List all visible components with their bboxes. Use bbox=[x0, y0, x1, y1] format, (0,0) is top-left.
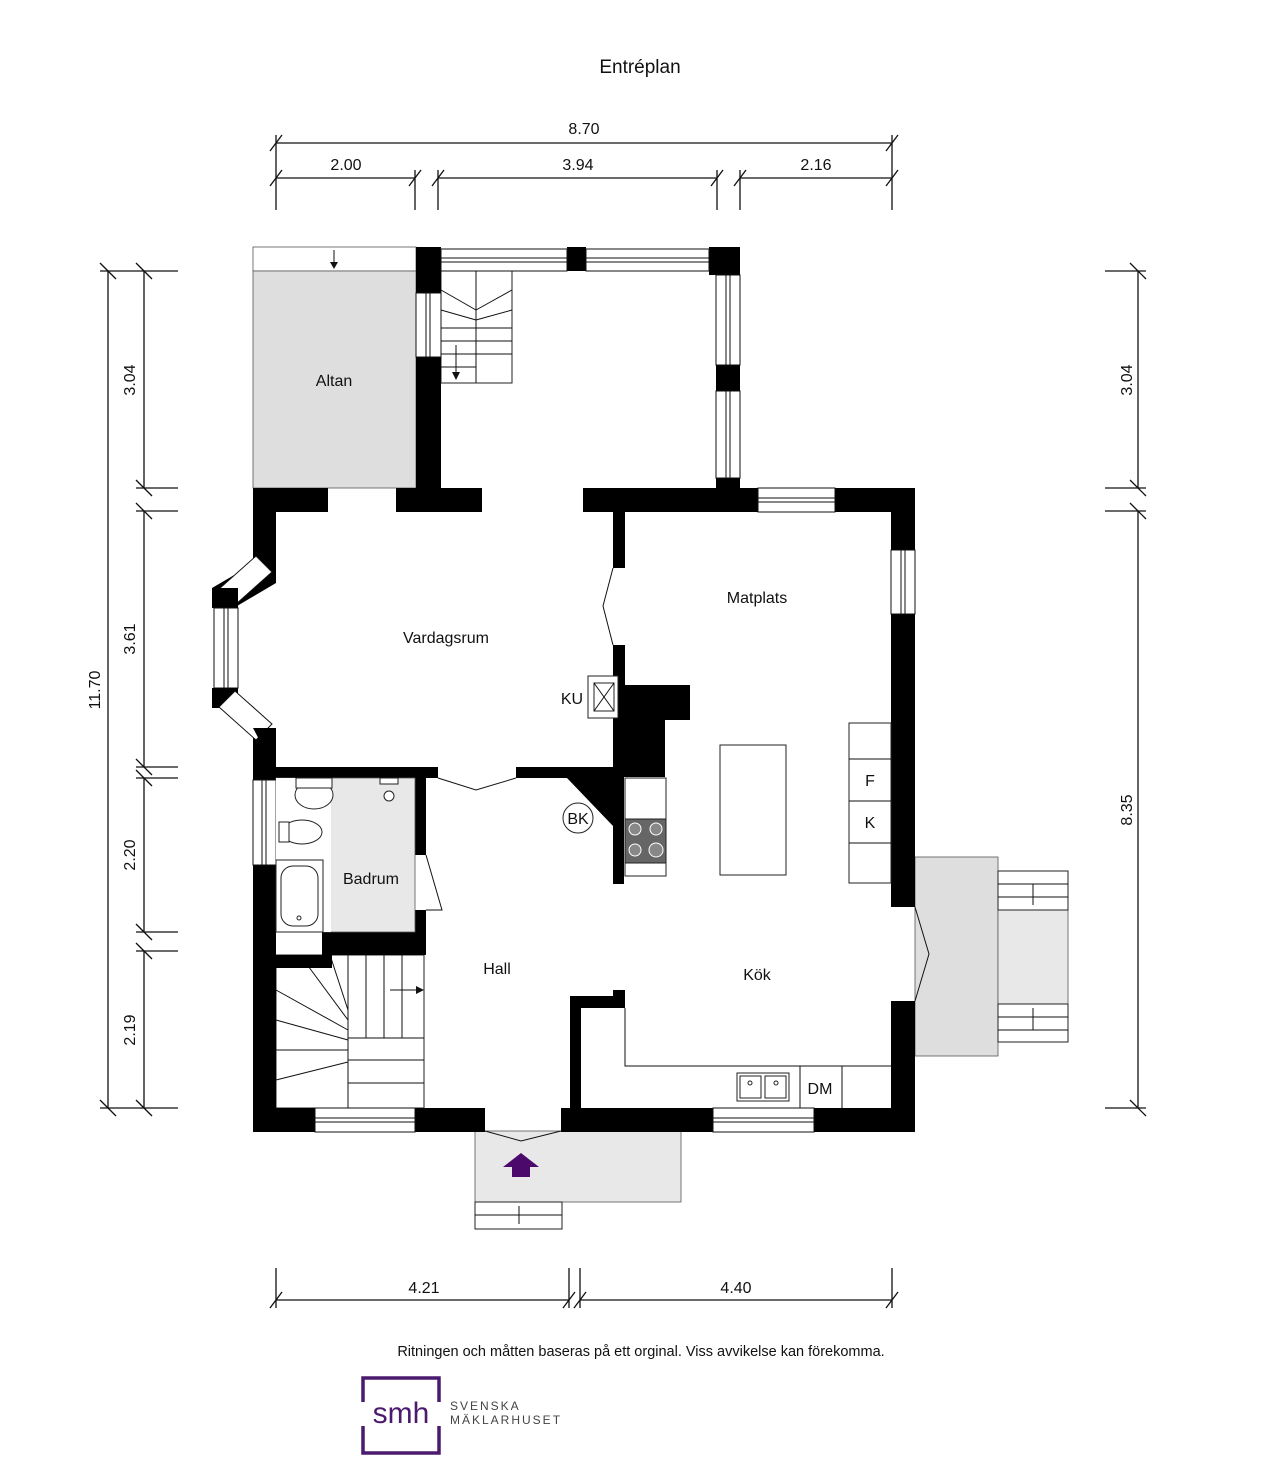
entrance-stoop bbox=[474, 1130, 682, 1230]
dim-left-2: 3.61 bbox=[122, 623, 139, 654]
altan-deck bbox=[252, 246, 417, 489]
dim-right-bottom: 8.35 bbox=[1119, 794, 1136, 825]
dim-bottom-right: 4.40 bbox=[720, 1280, 751, 1297]
brand-logo: smh SVENSKA MÄKLARHUSET bbox=[353, 1376, 562, 1455]
logo-line1: SVENSKA bbox=[450, 1399, 521, 1413]
dim-top-right: 2.16 bbox=[800, 157, 831, 174]
logo-mark: smh bbox=[373, 1397, 430, 1430]
walls bbox=[253, 247, 915, 1132]
bottom-dimensions bbox=[269, 1268, 899, 1309]
room-label-badrum: Badrum bbox=[343, 871, 399, 888]
dim-right-top: 3.04 bbox=[1119, 364, 1136, 395]
label-freezer: K bbox=[865, 815, 876, 832]
right-dimensions bbox=[1105, 262, 1147, 1117]
room-label-kok: Kök bbox=[743, 967, 772, 984]
plan-title: Entréplan bbox=[599, 57, 680, 78]
dim-bottom-left: 4.21 bbox=[408, 1280, 439, 1297]
room-label-hall: Hall bbox=[483, 961, 511, 978]
stairs-lower bbox=[275, 954, 425, 1109]
logo-line2: MÄKLARHUSET bbox=[450, 1413, 562, 1427]
room-label-matplats: Matplats bbox=[727, 590, 787, 607]
kitchen-fixtures bbox=[562, 675, 892, 1108]
entrance-arrow-icon bbox=[503, 1153, 539, 1177]
dim-left-total: 11.70 bbox=[87, 670, 104, 709]
dim-left-1: 3.04 bbox=[122, 364, 139, 395]
label-dishwasher: DM bbox=[808, 1081, 833, 1098]
kitchen-terrace bbox=[914, 856, 1069, 1057]
label-ku: KU bbox=[561, 691, 583, 708]
room-label-altan: Altan bbox=[316, 373, 352, 390]
label-fridge: F bbox=[865, 773, 875, 790]
windows bbox=[212, 248, 916, 1133]
dim-left-4: 2.19 bbox=[122, 1014, 139, 1045]
stairs-upper bbox=[440, 270, 513, 384]
dim-top-total: 8.70 bbox=[568, 121, 599, 138]
label-bk: BK bbox=[567, 811, 589, 828]
top-dimensions bbox=[269, 134, 899, 210]
bathroom bbox=[275, 777, 416, 933]
room-label-vardagsrum: Vardagsrum bbox=[403, 630, 489, 647]
dim-top-mid: 3.94 bbox=[562, 157, 593, 174]
dim-top-left: 2.00 bbox=[330, 157, 361, 174]
left-dimensions bbox=[99, 262, 178, 1117]
disclaimer-text: Ritningen och måtten baseras på ett orgi… bbox=[397, 1344, 884, 1360]
dim-left-3: 2.20 bbox=[122, 839, 139, 870]
